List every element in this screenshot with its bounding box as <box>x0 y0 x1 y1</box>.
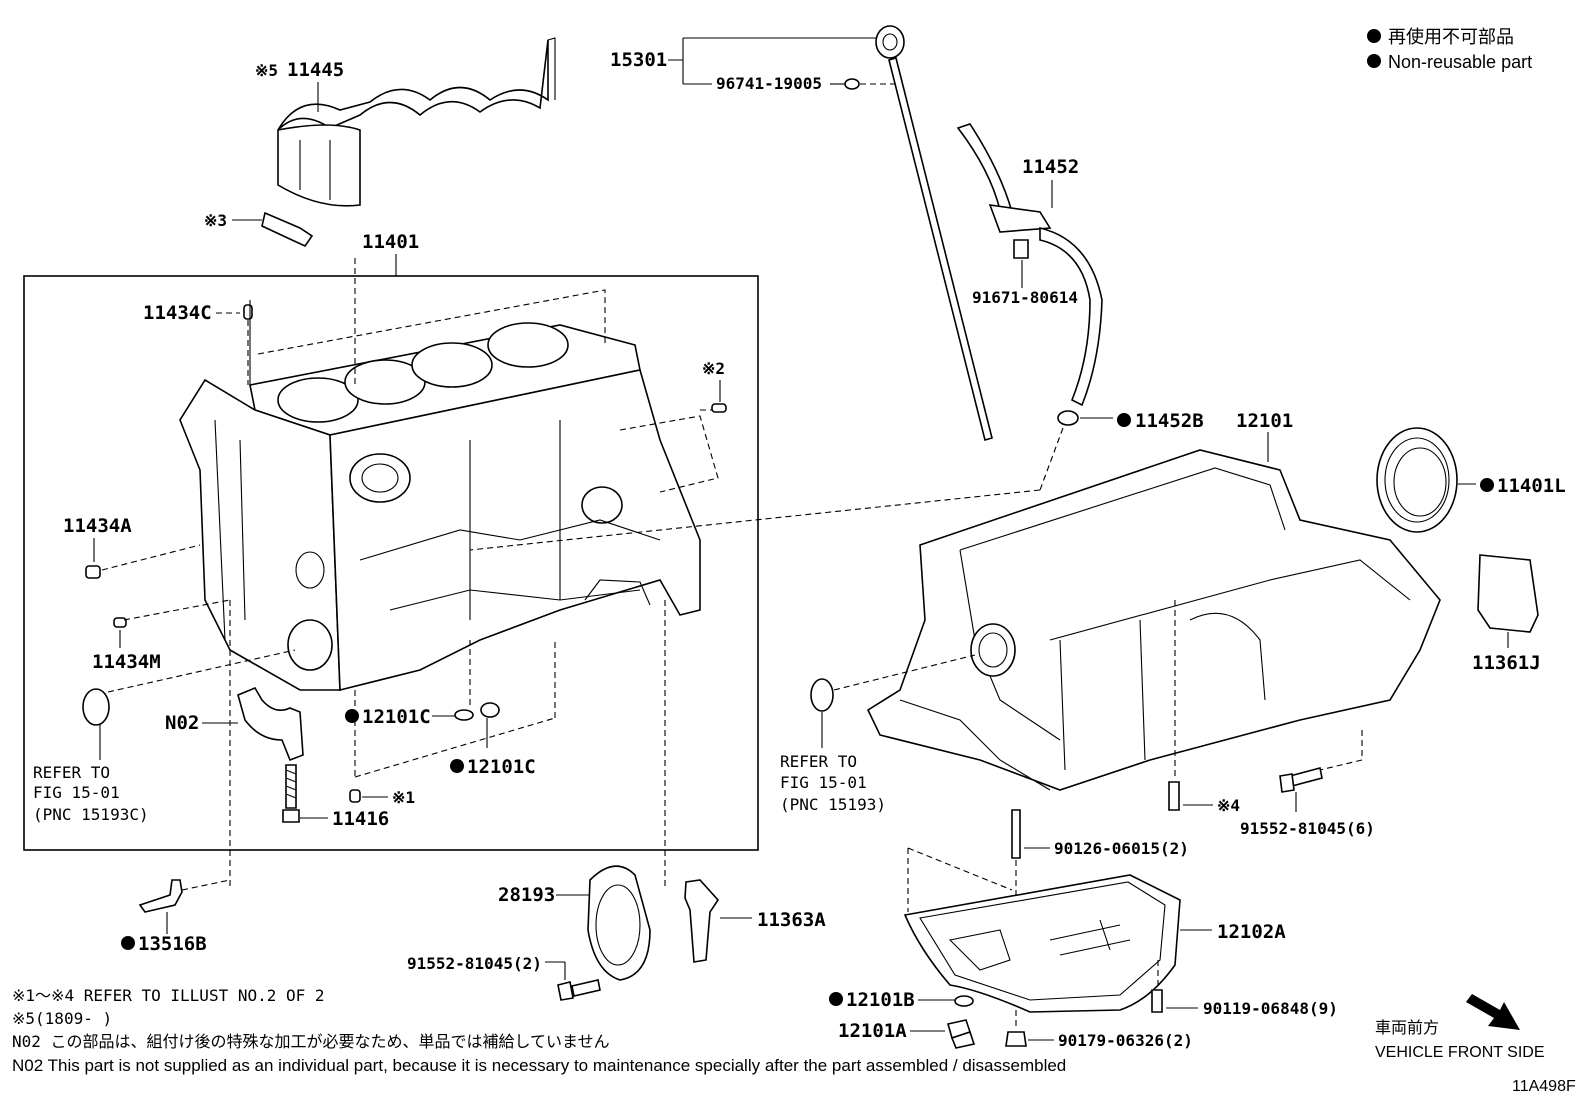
non-reusable-dot-icon <box>1117 413 1131 427</box>
part-12101-label: 12101 <box>1236 410 1293 432</box>
o-ring-right-drawing <box>810 678 834 712</box>
refer-left-line3: (PNC 15193C) <box>33 805 149 824</box>
part-11401L-label: 11401L <box>1497 475 1566 497</box>
refer-left-line2: FIG 15-01 <box>33 783 120 802</box>
block-group-frame <box>23 275 759 851</box>
part-N02-label: N02 <box>165 712 199 734</box>
part-11361J-label: 11361J <box>1472 652 1541 674</box>
note-3: N02 この部品は、組付け後の特殊な加工が必要なため、単品では補給していません <box>12 1032 610 1051</box>
cylinder-block-drawing <box>179 300 701 692</box>
gasket-28193-drawing <box>587 865 651 981</box>
legend: 再使用不可部品 Non-reusable part <box>1367 27 1532 72</box>
part-90119-label: 90119-06848(9) <box>1203 999 1338 1018</box>
pin-2-drawing <box>711 403 727 413</box>
oil-seal-11401L-drawing <box>1376 427 1458 533</box>
part-91671-label: 91671-80614 <box>972 288 1078 307</box>
bearing-cap-N02-drawing <box>237 686 304 762</box>
bolt-4-drawing <box>1168 781 1180 811</box>
gasket-12101B-drawing <box>954 995 974 1007</box>
part-11401-label: 11401 <box>362 231 419 253</box>
pin-11434A-drawing <box>85 565 101 579</box>
oil-pan-12102A-drawing <box>903 874 1181 1013</box>
pin-11434C-drawing <box>243 304 253 320</box>
note-4: N02 This part is not supplied as an indi… <box>12 1056 1066 1075</box>
part-12101C-b-label: 12101C <box>467 756 536 778</box>
oil-level-guide-drawing <box>956 123 1103 407</box>
refer-right-line1: REFER TO <box>780 752 857 771</box>
non-reusable-dot-icon <box>1367 29 1381 43</box>
nut-90179-drawing <box>1005 1031 1027 1047</box>
seal-12101C-a-drawing <box>454 709 474 721</box>
refer-right-line3: (PNC 15193) <box>780 795 886 814</box>
pin-1-drawing <box>349 789 361 803</box>
part-96741-label: 96741-19005 <box>716 74 822 93</box>
stud-90126-drawing <box>1011 809 1021 859</box>
bolt-91552-2-drawing <box>557 981 574 1001</box>
direction-jp: 車両前方 <box>1375 1019 1439 1037</box>
part-11445-label: 11445 <box>287 59 344 81</box>
part-11416-label: 11416 <box>332 808 389 830</box>
illustration-id: 11A498F <box>1512 1078 1576 1095</box>
bolt-90119-drawing <box>1151 989 1163 1013</box>
ref-mark-1: ※1 <box>392 788 415 807</box>
part-11445-drawing <box>277 37 556 207</box>
cover-11361J-drawing <box>1477 554 1539 633</box>
non-reusable-dot-icon <box>345 709 359 723</box>
non-reusable-dot-icon <box>1480 478 1494 492</box>
part-90126-label: 90126-06015(2) <box>1054 839 1189 858</box>
part-12101A-label: 12101A <box>838 1020 907 1042</box>
ref-mark-2: ※2 <box>702 359 725 378</box>
legend-jp: 再使用不可部品 <box>1388 27 1514 47</box>
part-12101C-a-label: 12101C <box>362 706 431 728</box>
part-11452B-label: 11452B <box>1135 410 1204 432</box>
part-11434M-label: 11434M <box>92 651 161 673</box>
pin-11434M-drawing <box>113 617 127 628</box>
part-15301-label: 15301 <box>610 49 667 71</box>
part-11363A-drawing <box>684 879 720 963</box>
part-11445-mark: ※5 <box>255 61 278 80</box>
part-12101B-label: 12101B <box>846 989 915 1011</box>
legend-en: Non-reusable part <box>1388 52 1532 72</box>
non-reusable-dot-icon <box>450 759 464 773</box>
oil-level-gauge-drawing <box>875 25 993 441</box>
seal-12101C-b-drawing <box>480 702 500 718</box>
non-reusable-dot-icon <box>121 936 135 950</box>
note-2: ※5(1809- ) <box>12 1009 112 1028</box>
non-reusable-dot-icon <box>1367 54 1381 68</box>
note-1: ※1～※4 REFER TO ILLUST NO.2 OF 2 <box>12 986 325 1005</box>
refer-left-line1: REFER TO <box>33 763 110 782</box>
front-direction-arrow-icon <box>1466 994 1520 1030</box>
direction-en: VEHICLE FRONT SIDE <box>1375 1044 1545 1061</box>
oil-pan-12101-drawing <box>866 449 1441 791</box>
o-ring-11452B-drawing <box>1057 410 1079 426</box>
part-11363A-label: 11363A <box>757 909 826 931</box>
part-90179-label: 90179-06326(2) <box>1058 1031 1193 1050</box>
part-13516B-label: 13516B <box>138 933 207 955</box>
part-11434C-label: 11434C <box>143 302 212 324</box>
part-91552-6-label: 91552-81045(6) <box>1240 819 1375 838</box>
bolt-91552-6-drawing <box>1289 767 1323 787</box>
ref-mark-3: ※3 <box>204 211 227 230</box>
non-reusable-dot-icon <box>829 992 843 1006</box>
part-12102A-label: 12102A <box>1217 921 1286 943</box>
refer-right-line2: FIG 15-01 <box>780 773 867 792</box>
o-ring-left-drawing <box>82 688 110 726</box>
stud-bolt-drawing <box>261 211 314 248</box>
o-ring-96741-drawing <box>844 78 860 90</box>
part-28193-label: 28193 <box>498 884 555 906</box>
pin-13516B-drawing <box>138 879 183 913</box>
ref-mark-4: ※4 <box>1217 796 1240 815</box>
part-11434A-label: 11434A <box>63 515 132 537</box>
part-91552-2-label: 91552-81045(2) <box>407 954 542 973</box>
part-11452-label: 11452 <box>1022 156 1079 178</box>
bolt-91671-drawing <box>1013 239 1029 259</box>
